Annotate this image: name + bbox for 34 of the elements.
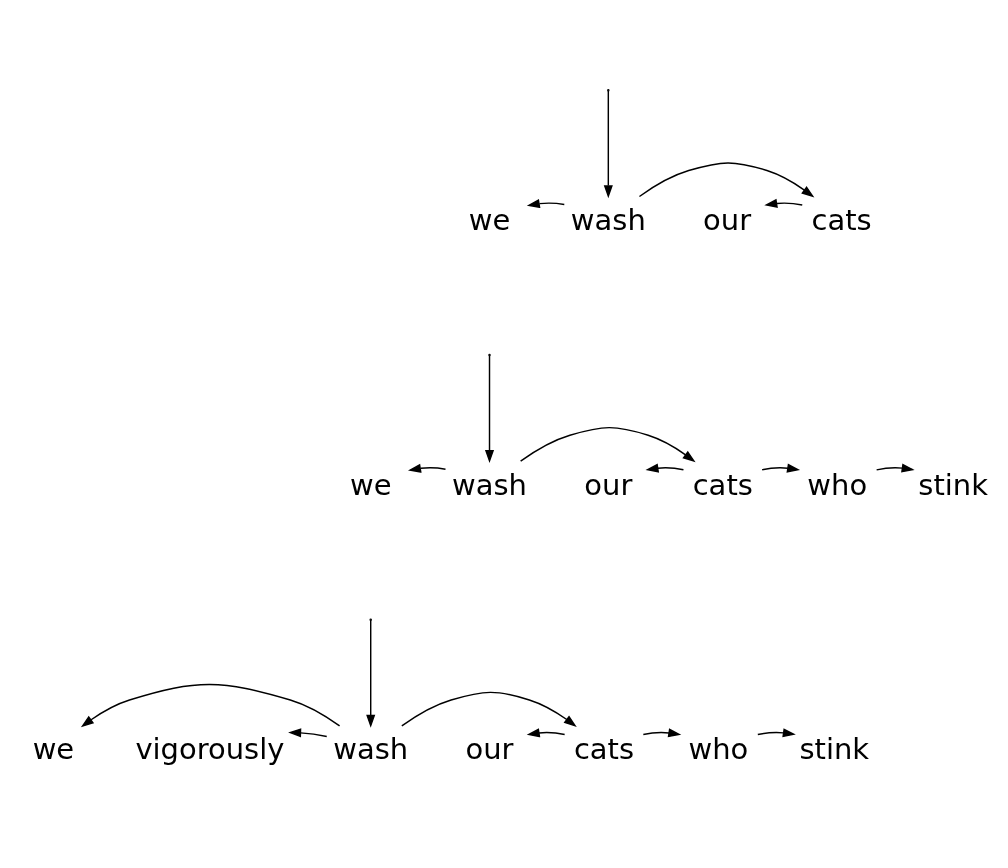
arrow	[875, 463, 915, 473]
node-text: vigorously	[135, 732, 285, 767]
arrow	[638, 162, 815, 198]
arrow	[408, 463, 447, 473]
node-text: cats	[811, 202, 872, 237]
node-text: our	[703, 202, 752, 237]
node-text: we	[32, 732, 75, 767]
node-text: stink	[918, 467, 988, 502]
node-text: cats	[692, 467, 753, 502]
node-text: stink	[799, 732, 870, 767]
arrow	[288, 728, 328, 738]
node-text: our	[584, 467, 633, 502]
arrow	[526, 728, 566, 738]
node-text: we	[349, 467, 392, 502]
arrow	[80, 683, 341, 728]
node-text: who	[688, 732, 749, 767]
node-text: who	[807, 467, 868, 502]
arrow	[519, 426, 696, 463]
node-text: cats	[573, 732, 635, 767]
arrow	[642, 728, 682, 738]
node-text: we	[468, 202, 511, 237]
node-text: wash	[570, 202, 646, 237]
arrow	[401, 691, 577, 727]
arrow	[603, 90, 613, 199]
arrow	[757, 728, 796, 738]
node-text: wash	[333, 732, 409, 767]
arrow	[484, 354, 495, 464]
node-text: our	[465, 732, 514, 767]
arrow	[764, 198, 803, 208]
arrow	[645, 463, 685, 473]
arrow	[761, 463, 801, 473]
node-text: wash	[452, 467, 527, 502]
arrow	[526, 199, 566, 209]
arrow	[366, 619, 376, 728]
